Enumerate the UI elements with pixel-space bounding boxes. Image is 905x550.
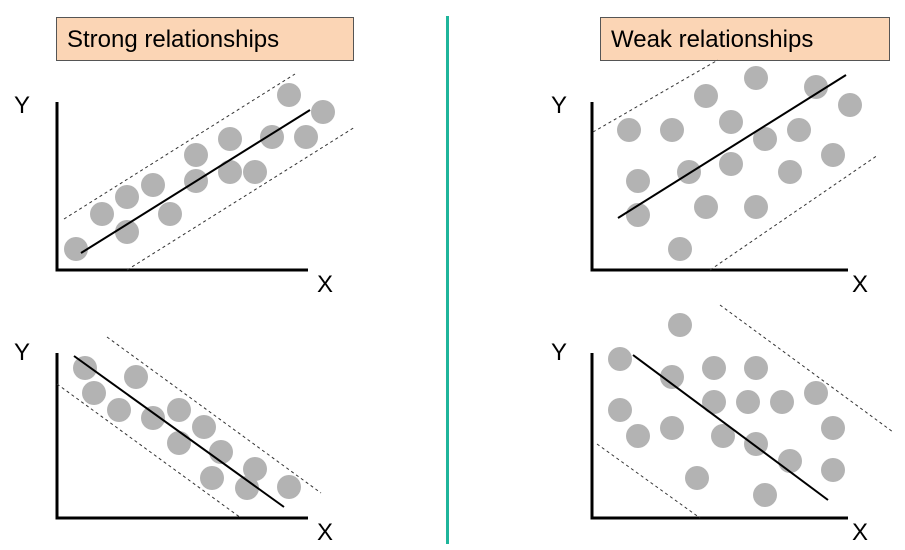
weak-negative-data-point [660, 365, 684, 389]
weak-positive-data-point [719, 110, 743, 134]
strong-negative-data-point [124, 365, 148, 389]
strong-positive-data-point [277, 83, 301, 107]
weak-positive-data-point [677, 160, 701, 184]
weak-positive-data-point [744, 195, 768, 219]
strong-negative-data-point [107, 398, 131, 422]
strong-negative-data-point [167, 398, 191, 422]
weak-negative-data-point [744, 356, 768, 380]
strong-negative-data-point [209, 440, 233, 464]
strong-positive-x-axis-label: X [317, 271, 333, 298]
weak-positive-data-point [660, 118, 684, 142]
weak-relationships-label: Weak relationships [600, 17, 890, 61]
weak-negative-data-point [711, 424, 735, 448]
weak-positive-data-point [838, 93, 862, 117]
strong-positive-confidence-band-2 [126, 126, 356, 271]
strong-negative-data-point [277, 475, 301, 499]
strong-negative-y-axis-label: Y [14, 339, 30, 366]
weak-negative-data-point [804, 381, 828, 405]
strong-positive-y-axis-label: Y [14, 92, 30, 119]
strong-positive-data-point [243, 160, 267, 184]
weak-positive-data-point [778, 160, 802, 184]
weak-negative-confidence-band-2 [596, 443, 701, 519]
strong-positive-data-point [311, 100, 335, 124]
strong-positive-axes [55, 102, 308, 272]
weak-positive-data-point [821, 143, 845, 167]
weak-positive-x-axis-label: X [852, 271, 868, 298]
strong-positive-data-point [294, 125, 318, 149]
strong-negative-data-point [243, 457, 267, 481]
strong-negative-data-point [141, 406, 165, 430]
weak-negative-data-point [821, 416, 845, 440]
weak-negative-data-point [685, 466, 709, 490]
strong-negative-data-point [167, 431, 191, 455]
weak-negative-y-axis-label: Y [551, 339, 567, 366]
strong-negative-trend-line [73, 355, 285, 508]
strong-positive-data-point [115, 185, 139, 209]
weak-positive-data-point [787, 118, 811, 142]
strong-positive-data-point [218, 127, 242, 151]
weak-negative-data-point [608, 398, 632, 422]
strong-relationships-label: Strong relationships [56, 17, 354, 61]
strong-positive-data-point [184, 143, 208, 167]
weak-negative-data-point [736, 390, 760, 414]
strong-negative-x-axis-label: X [317, 519, 333, 546]
strong-positive-data-point [158, 202, 182, 226]
weak-positive-data-point [694, 195, 718, 219]
weak-positive-data-point [626, 169, 650, 193]
strong-negative-data-point [200, 466, 224, 490]
weak-positive-axes [590, 102, 848, 272]
strong-negative-axes [55, 353, 308, 520]
weak-positive-trend-line [617, 74, 847, 219]
weak-negative-data-point [608, 347, 632, 371]
weak-negative-data-point [702, 356, 726, 380]
weak-positive-data-point [744, 66, 768, 90]
weak-positive-data-point [694, 84, 718, 108]
strong-positive-confidence-band-1 [63, 73, 296, 220]
weak-positive-data-point [753, 127, 777, 151]
weak-negative-x-axis-label: X [852, 519, 868, 546]
weak-negative-data-point [660, 416, 684, 440]
weak-positive-data-point [668, 237, 692, 261]
strong-positive-data-point [218, 160, 242, 184]
weak-negative-data-point [821, 458, 845, 482]
strong-negative-confidence-band-1 [106, 336, 322, 494]
weak-negative-data-point [778, 449, 802, 473]
weak-negative-data-point [626, 424, 650, 448]
weak-positive-data-point [804, 75, 828, 99]
weak-positive-data-point [617, 118, 641, 142]
strong-negative-data-point [73, 356, 97, 380]
strong-negative-data-point [235, 476, 259, 500]
weak-negative-data-point [702, 390, 726, 414]
weak-negative-data-point [770, 390, 794, 414]
strong-positive-trend-line [80, 109, 311, 254]
strong-negative-data-point [82, 381, 106, 405]
weak-positive-y-axis-label: Y [551, 92, 567, 119]
strong-negative-confidence-band-2 [56, 383, 242, 519]
strong-positive-data-point [64, 237, 88, 261]
weak-negative-data-point [668, 313, 692, 337]
strong-positive-data-point [141, 173, 165, 197]
panel-divider [446, 16, 449, 544]
strong-positive-data-point [115, 220, 139, 244]
weak-positive-data-point [719, 152, 743, 176]
strong-positive-data-point [90, 202, 114, 226]
weak-negative-data-point [753, 483, 777, 507]
strong-negative-data-point [192, 415, 216, 439]
weak-negative-trend-line [632, 354, 829, 501]
weak-positive-confidence-band-2 [709, 154, 879, 271]
weak-negative-axes [590, 353, 848, 520]
weak-positive-confidence-band-1 [592, 59, 719, 133]
